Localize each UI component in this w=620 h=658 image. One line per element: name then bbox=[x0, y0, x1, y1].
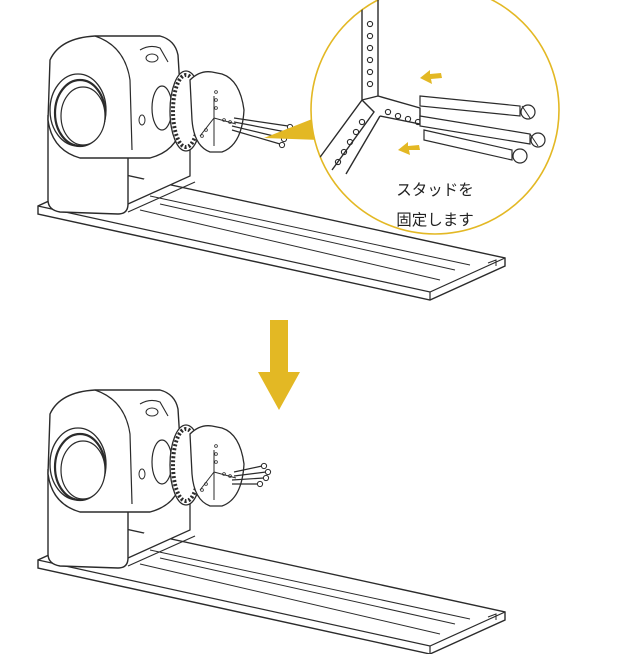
callout-label: スタッドを 固定します bbox=[380, 175, 490, 235]
arrow-left-icon bbox=[398, 142, 420, 155]
callout-line-1: スタッドを bbox=[396, 181, 474, 199]
arrow-down-icon bbox=[258, 320, 300, 410]
rotary-attachment-bottom bbox=[36, 388, 507, 656]
arrow-left-icon bbox=[420, 70, 442, 84]
callout-line-2: 固定します bbox=[396, 211, 474, 229]
magnified-callout bbox=[310, 0, 560, 235]
